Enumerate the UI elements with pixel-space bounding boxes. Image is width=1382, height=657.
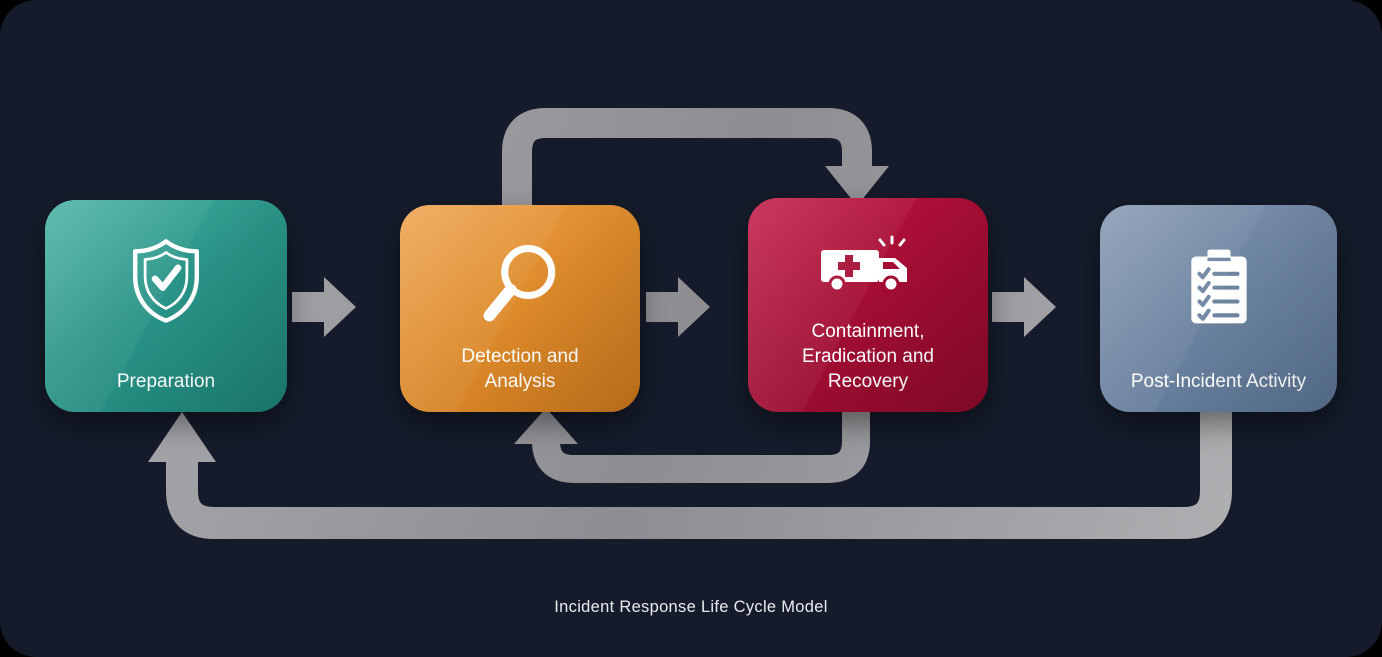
stage-box-preparation: Preparation xyxy=(45,200,287,412)
stage-box-detection: Detection and Analysis xyxy=(400,205,640,412)
arrow-loop-top xyxy=(502,108,872,235)
stage-label-detection: Detection and Analysis xyxy=(461,345,579,392)
ambulance-icon xyxy=(813,220,923,319)
diagram-caption: Incident Response Life Cycle Model xyxy=(554,598,828,616)
arrowhead-loop-middle-back xyxy=(514,408,578,444)
arrow-containment-to-postincident xyxy=(992,277,1056,337)
arrow-detection-to-containment xyxy=(646,277,710,337)
stage-label-containment: Containment, Eradication and Recovery xyxy=(801,320,935,392)
stage-box-postincident: Post-Incident Activity xyxy=(1100,205,1337,412)
arrowhead-loop-top xyxy=(825,166,889,206)
stage-label-preparation: Preparation xyxy=(116,370,216,392)
magnifier-icon xyxy=(473,227,567,344)
clipboard-checklist-icon xyxy=(1182,227,1256,345)
arrow-loop-middle-back xyxy=(532,400,870,483)
stage-box-containment: Containment, Eradication and Recovery xyxy=(748,198,988,412)
stage-label-postincident: Post-Incident Activity xyxy=(1130,370,1307,392)
arrowhead-loop-bottom-back xyxy=(148,412,216,462)
arrow-preparation-to-detection xyxy=(292,277,356,337)
shield-check-icon xyxy=(126,222,206,340)
arrow-loop-bottom-back xyxy=(166,400,1232,539)
